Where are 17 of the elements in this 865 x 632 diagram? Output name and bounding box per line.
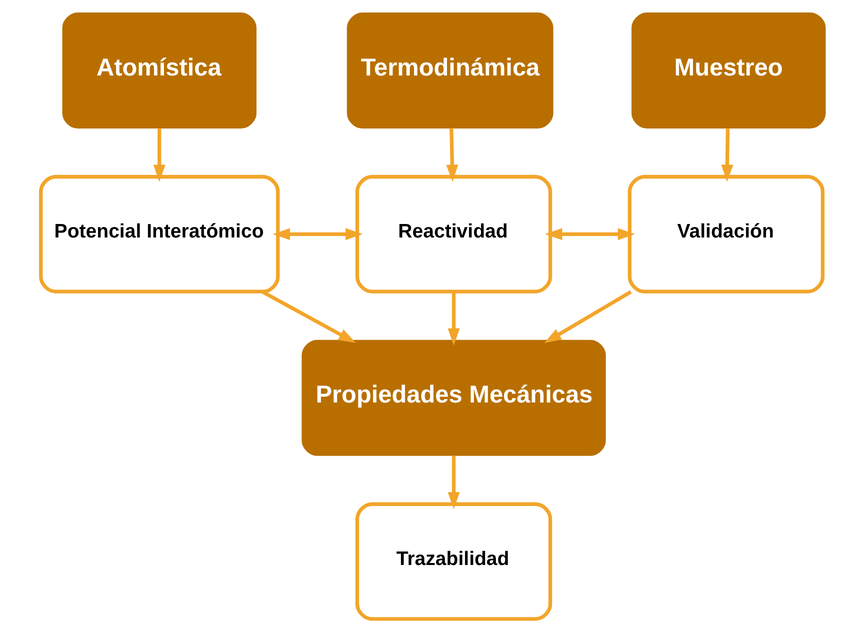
node-box: Trazabilidad <box>354 502 552 621</box>
arrow <box>720 128 733 182</box>
node-box: Muestreo <box>631 12 826 128</box>
arrow <box>446 128 458 182</box>
arrow <box>544 290 632 344</box>
arrow <box>447 455 460 510</box>
arrow <box>447 292 460 346</box>
arrow <box>272 228 362 240</box>
arrow <box>544 228 635 240</box>
node-box: Atomística <box>62 12 256 128</box>
node-box: Propiedades Mecánicas <box>301 340 606 456</box>
node-box: Validación <box>627 174 824 294</box>
arrow <box>260 290 356 343</box>
node-box: Termodinámica <box>346 12 553 128</box>
node-box: Potencial Interatómico <box>38 174 280 294</box>
node-box: Reactividad <box>354 174 552 294</box>
arrow <box>152 128 165 182</box>
